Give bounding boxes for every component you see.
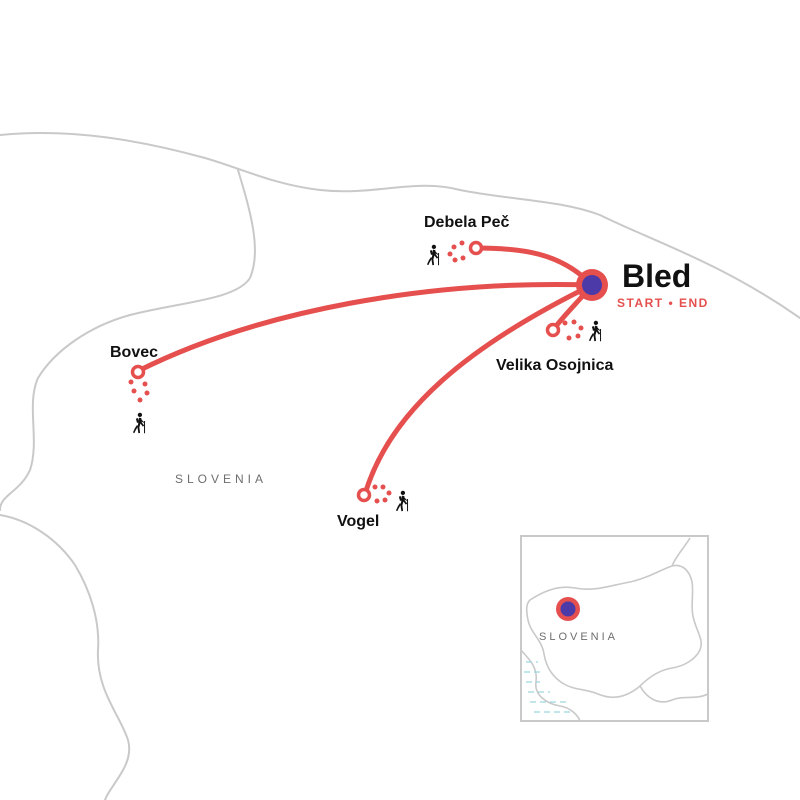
inset-location-marker [556,597,580,621]
northern-border [0,131,800,319]
stop-marker-bovec[interactable] [130,364,146,380]
country-borders [0,131,800,800]
route-bled-debela-pec [473,245,595,288]
country-label: SLOVENIA [175,472,267,486]
stop-label-vogel: Vogel [337,513,379,530]
inset-border-south [639,685,709,703]
inset-border-east [671,537,691,567]
inset-coast [520,649,581,722]
hiker-icon [395,490,409,512]
hike-dots-bovec [128,379,150,403]
hub-tag: START • END [617,296,709,310]
inner-border [0,169,256,511]
hiker-icon [426,244,440,266]
stop-marker-velika-osojnica[interactable] [545,322,561,338]
hiker-icon [132,412,146,434]
inset-map: SLOVENIA [520,535,709,722]
stop-marker-vogel[interactable] [356,487,372,503]
inset-slovenia-outline [525,564,702,699]
route-bled-bovec [135,282,595,374]
hike-dots-debela-pec [447,240,466,263]
hike-dots-vogel [372,484,392,504]
inset-country-label: SLOVENIA [539,631,618,643]
stop-label-bovec: Bovec [110,344,158,361]
hub-marker-bled[interactable] [576,269,608,301]
hiker-icon [588,320,602,342]
western-border [0,514,131,800]
route-bled-vogel [362,282,595,497]
stop-label-velika-osojnica: Velika Osojnica [496,357,614,374]
inset-frame [520,535,709,722]
hike-dots-velika-osojnica [562,319,584,341]
stop-marker-debela-pec[interactable] [468,240,484,256]
inset-water [524,661,574,713]
stop-label-debela-pec: Debela Peč [424,214,509,231]
hub-label: Bled [622,258,691,294]
